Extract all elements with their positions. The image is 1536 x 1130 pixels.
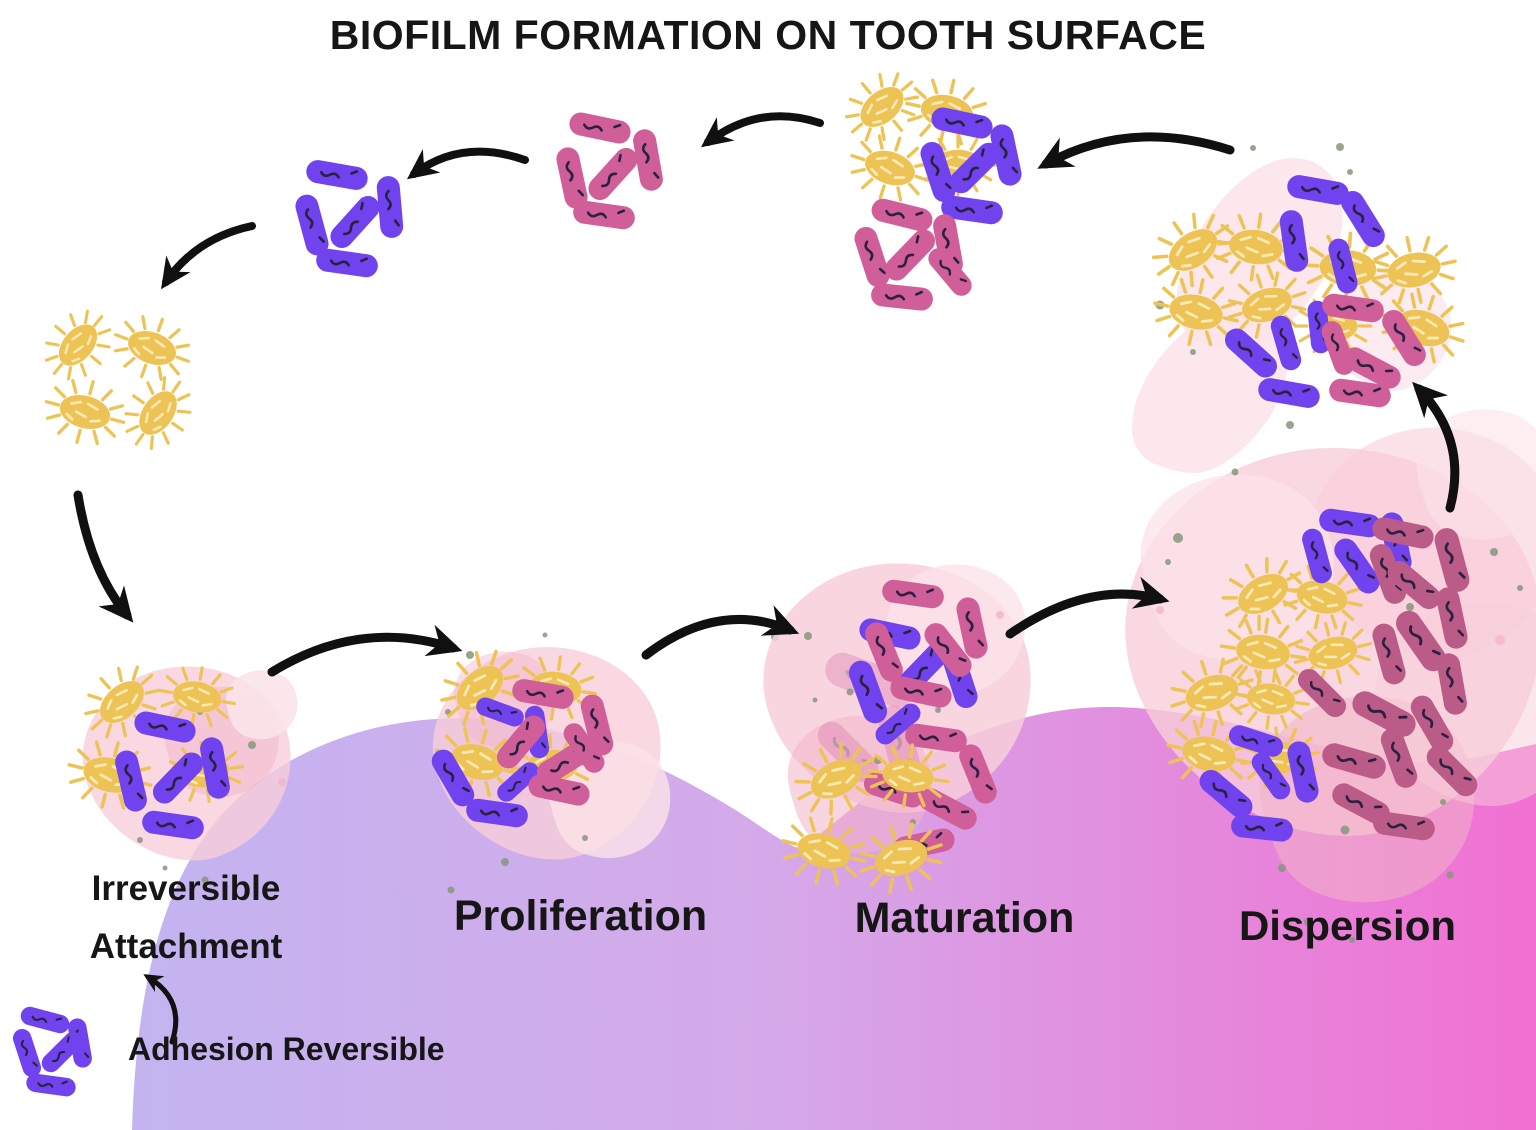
circle-shape [582,835,588,841]
bac-rod-icon [303,156,371,194]
bac-rod-icon [565,109,635,147]
page-title: BIOFILM FORMATION ON TOOTH SURFACE [329,12,1207,58]
circle-shape [1278,864,1286,872]
bac-rod-icon [291,190,333,260]
circle-shape [1173,533,1183,543]
circle-shape [466,651,474,659]
cluster-dispersed-cells [1104,130,1476,504]
stage-label-maturation: Maturation [854,894,1075,942]
stage-label-proliferation: Proliferation [453,892,708,940]
circle-shape [1231,468,1239,476]
circle-shape [846,688,854,696]
cluster-yellow-cells [30,296,206,463]
circle-shape [1446,871,1454,879]
stage-label-irreversible-attachment: Irreversible Attachment [36,860,336,976]
arrow-purple-to-yellow [161,222,256,290]
bac-yellow-icon [110,363,206,463]
circle-shape [201,876,209,884]
circle-shape [1304,918,1312,926]
cycle-arrows [73,112,1460,1045]
circle-shape [935,707,941,713]
circle-shape [1347,169,1353,175]
bac-rod-icon [374,173,406,241]
circle-shape [1336,143,1344,151]
circle-shape [162,865,168,871]
bac-rod-icon [9,1025,45,1081]
circle-shape [996,611,1004,619]
arrow-adhesion-to-attachment [143,974,179,1045]
circle-shape [1517,585,1523,591]
circle-shape [542,632,548,638]
bac-yellow-icon [840,124,940,212]
bac-rod-icon [868,281,936,313]
bac-rod-icon [867,195,937,235]
arrow-pink-to-purple [406,147,529,180]
bac-rod-icon [570,197,638,233]
splotch-b-icon [1140,474,1334,661]
stage-label-dispersion: Dispersion [1238,902,1457,949]
arrow-dispersion-to-dispersed [1412,381,1460,513]
attachment-label-line2: Attachment [89,927,283,966]
cluster-pink-cells [553,109,667,233]
circle-shape [1406,603,1414,611]
bac-rod-icon [24,1071,78,1099]
arrow-yellow-to-attachment [73,490,134,623]
splotch-b-icon [225,670,298,740]
circle-shape [1250,145,1256,151]
bac-yellow-icon [36,369,134,455]
circle-shape [1190,349,1196,355]
circle-shape [501,858,509,866]
cluster-irreversible-attachment [59,650,298,884]
circle-shape [1495,635,1505,645]
circle-shape [248,741,256,749]
circle-shape [1286,421,1294,429]
arrow-mixed-to-pink [700,112,824,148]
circle-shape [1156,606,1164,614]
arrow-dispersed-to-mixed [1037,132,1235,169]
circle-shape [137,837,143,843]
arrow-proliferation-to-maturation [641,605,800,660]
bac-rod-icon [582,141,644,207]
adhesion-reversible-icon [9,1003,95,1099]
bac-rod-icon [324,189,386,255]
cluster-dispersion [1125,409,1536,943]
cluster-maturation [763,563,1031,905]
annotation-adhesion-reversible: Adhesion Reversible [128,1031,445,1067]
circle-shape [278,778,286,786]
cluster-purple-cells [291,156,406,281]
circle-shape [1340,825,1350,835]
circle-shape [812,697,818,703]
arrow-maturation-to-dispersion [1005,576,1170,639]
circle-shape [1349,937,1355,943]
cluster-mixed-planktonic [831,57,1025,313]
bac-rod-icon [850,222,894,292]
attachment-label-line1: Irreversible [91,869,281,908]
bac-rod-icon [313,245,381,281]
circle-shape [804,632,812,640]
circle-shape [1440,799,1446,805]
circle-shape [447,886,455,894]
arrow-attachment-to-proliferation [267,624,463,677]
bac-yellow-icon [103,304,201,392]
circle-shape [1165,559,1171,565]
circle-shape [1490,548,1498,556]
bac-yellow-icon [30,296,126,394]
